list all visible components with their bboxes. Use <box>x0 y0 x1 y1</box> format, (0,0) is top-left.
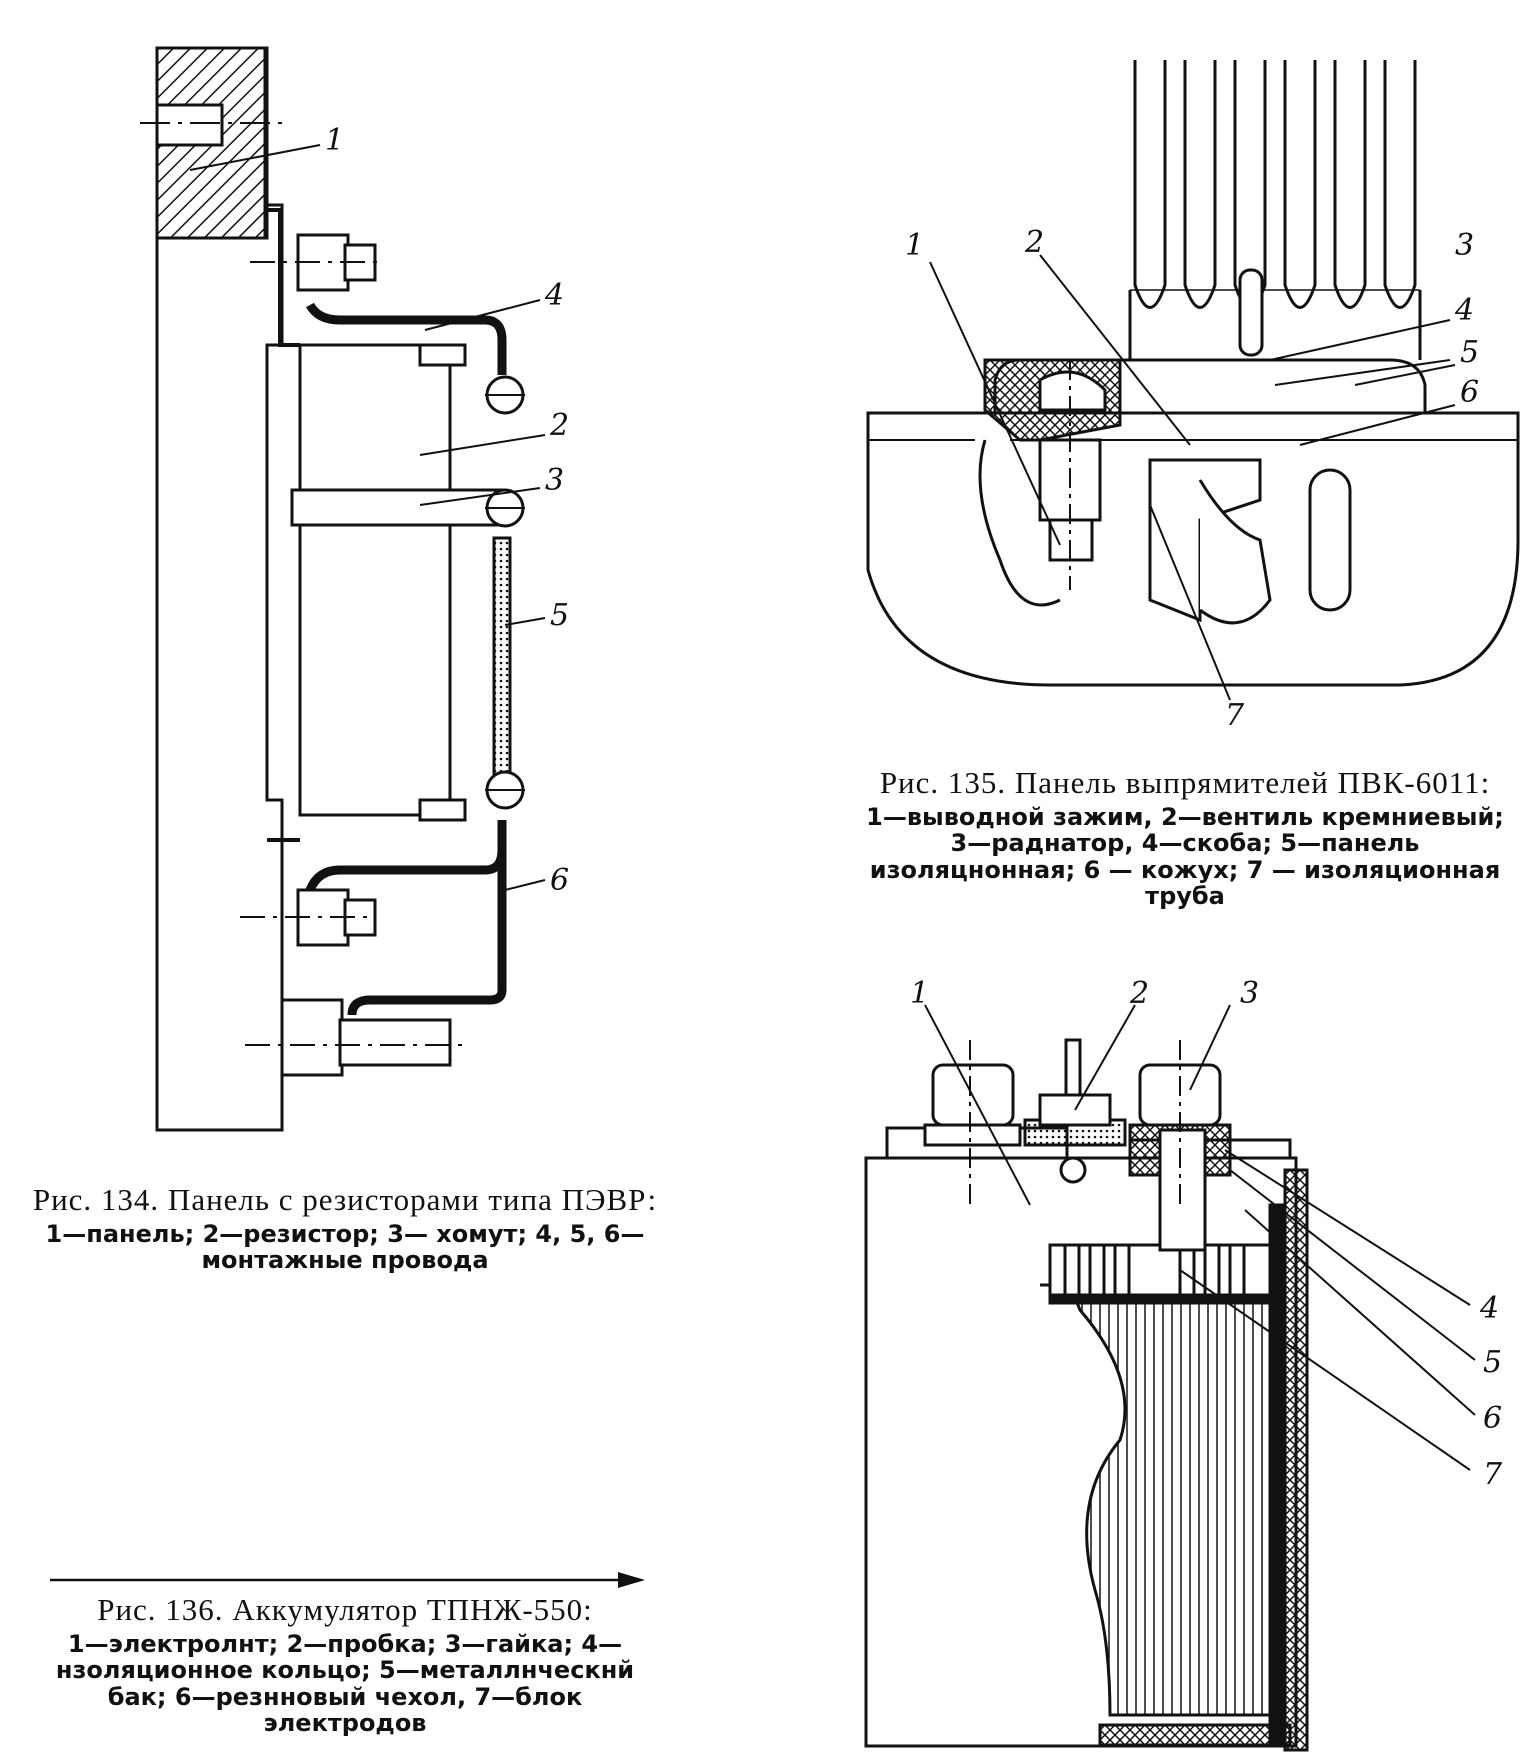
fig136-label-5: 5 <box>1483 1345 1502 1380</box>
fig136-label-1: 1 <box>910 976 929 1011</box>
fig136-label-7: 7 <box>1483 1457 1503 1492</box>
fig135-label-6: 6 <box>1460 375 1479 410</box>
fig136-legend: 1—электролнт; 2—пробка; 3—гайка; 4—нзоля… <box>55 1630 635 1738</box>
fig134-label-4: 4 <box>544 278 564 313</box>
fig135-label-1: 1 <box>905 228 924 263</box>
fig135-caption: Рис. 135. Панель выпрямителей ПВК-6011: … <box>855 765 1515 911</box>
fig134-label-6: 6 <box>550 863 569 898</box>
fig134-label-3: 3 <box>545 463 564 498</box>
fig134-label-2: 2 <box>549 408 569 443</box>
fig134-drawing <box>140 46 546 1132</box>
fig135-title: Рис. 135. Панель выпрямителей ПВК-6011: <box>879 765 1491 800</box>
fig134-legend: 1—панель; 2—резистор; 3— хомут; 4, 5, 6—… <box>45 1220 645 1275</box>
fig135-label-5: 5 <box>1460 335 1479 370</box>
fig136-label-6: 6 <box>1483 1401 1502 1436</box>
fig135-legend: 1—выводной зажим, 2—вентиль кремниевый; … <box>866 803 1504 911</box>
fig135-callouts: 1 2 3 4 5 6 7 <box>905 225 1479 733</box>
fig135-label-7: 7 <box>1225 698 1245 733</box>
fig134-title: Рис. 134. Панель с резисторами типа ПЭВР… <box>32 1182 658 1217</box>
fig135-drawing <box>866 60 1520 701</box>
arrow-to-fig136 <box>50 1572 645 1588</box>
fig136-label-2: 2 <box>1129 976 1149 1011</box>
fig135-label-4: 4 <box>1454 293 1474 328</box>
fig134-caption: Рис. 134. Панель с резисторами типа ПЭВР… <box>25 1182 665 1275</box>
fig136-label-3: 3 <box>1240 976 1259 1011</box>
fig136-label-4: 4 <box>1479 1291 1499 1326</box>
fig134-label-5: 5 <box>550 598 569 633</box>
fig136-drawing <box>864 1004 1476 1752</box>
fig136-callouts: 1 2 3 4 5 6 7 <box>910 976 1503 1492</box>
fig136-title: Рис. 136. Аккумулятор ТПНЖ-550: <box>97 1592 593 1627</box>
fig135-label-3: 3 <box>1455 228 1474 263</box>
fig136-caption: Рис. 136. Аккумулятор ТПНЖ-550: 1—электр… <box>25 1592 665 1738</box>
fig135-label-2: 2 <box>1024 225 1044 260</box>
fig134-label-1: 1 <box>325 123 344 158</box>
fig134-callouts: 1 2 3 4 5 6 <box>325 123 569 898</box>
